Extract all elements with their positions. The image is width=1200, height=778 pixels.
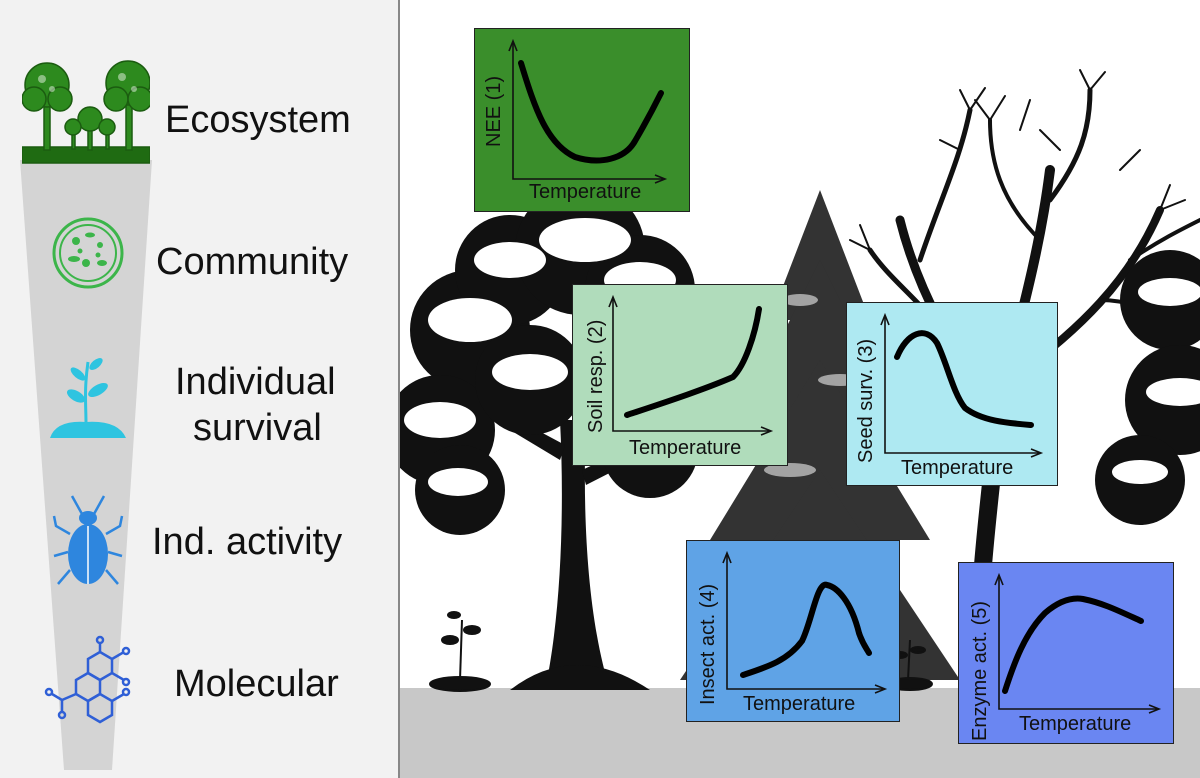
level-activity-label: Ind. activity: [152, 521, 343, 563]
levels-column: Ecosystem Community Individual survival: [0, 0, 400, 778]
molecule-icon: [44, 635, 131, 724]
panel-insect-act-ylabel: Insect act. (4): [697, 583, 719, 705]
panel-seed-surv: Seed surv. (3) Temperature: [846, 302, 1058, 486]
forest-icon: [22, 60, 150, 164]
panel-insect-act-xlabel: Temperature: [743, 693, 856, 715]
curve-enzyme-act: [994, 572, 1162, 714]
panel-seed-surv-xlabel: Temperature: [901, 457, 1014, 479]
panel-nee: NEE (1) Temperature: [474, 28, 690, 212]
level-individual-label-line1: Individual: [175, 361, 336, 403]
forest-scene: NEE (1) Temperature Soil resp. (2) Tempe…: [400, 0, 1200, 778]
panel-nee-ylabel: NEE (1): [483, 75, 505, 147]
panel-soil-resp-xlabel: Temperature: [629, 437, 742, 459]
level-ecosystem-label: Ecosystem: [165, 99, 351, 141]
panel-soil-resp: Soil resp. (2) Temperature: [572, 284, 788, 466]
curve-soil-resp: [608, 294, 774, 436]
microbe-dish-icon: [52, 217, 124, 289]
scale-funnel: [20, 160, 152, 770]
curve-nee: [508, 38, 668, 184]
curve-insect-act: [722, 550, 888, 694]
panel-soil-resp-ylabel: Soil resp. (2): [585, 319, 607, 433]
panel-insect-act: Insect act. (4) Temperature: [686, 540, 900, 722]
panel-seed-surv-ylabel: Seed surv. (3): [855, 338, 877, 463]
level-molecular-label: Molecular: [174, 663, 339, 705]
level-community-label: Community: [156, 241, 349, 283]
panel-nee-xlabel: Temperature: [529, 181, 642, 203]
panel-enzyme-act-ylabel: Enzyme act. (5): [969, 600, 991, 741]
level-individual-label-line2: survival: [193, 407, 322, 449]
small-plant-icon: [429, 611, 491, 692]
panel-enzyme-act: Enzyme act. (5) Temperature: [958, 562, 1174, 744]
curve-seed-surv: [880, 312, 1044, 458]
panel-enzyme-act-xlabel: Temperature: [1019, 713, 1132, 735]
beetle-icon: [52, 495, 124, 585]
seedling-icon: [50, 358, 126, 438]
